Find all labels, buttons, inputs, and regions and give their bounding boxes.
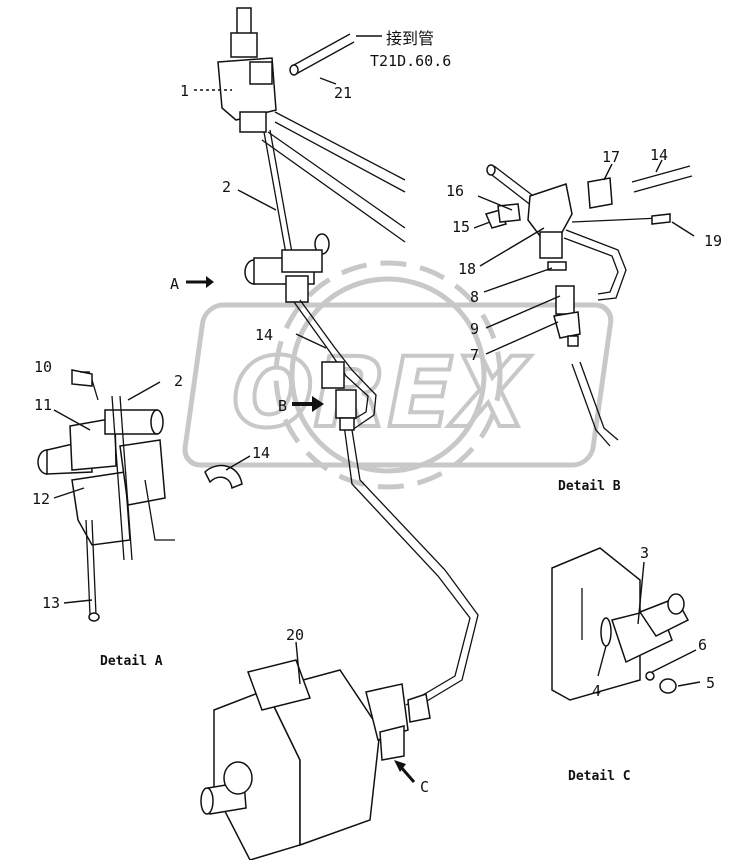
callout-12: 12 bbox=[32, 490, 50, 508]
callout-18: 18 bbox=[458, 260, 476, 278]
callout-5: 5 bbox=[706, 674, 715, 692]
note-text: 接到管 bbox=[386, 29, 434, 48]
view-a-label: A bbox=[170, 275, 179, 293]
callout-10: 10 bbox=[34, 358, 52, 376]
callout-7: 7 bbox=[470, 346, 479, 364]
view-b-label: B bbox=[278, 397, 287, 415]
connector-a bbox=[244, 233, 330, 303]
callout-4: 4 bbox=[592, 682, 601, 700]
fitting-b bbox=[321, 361, 357, 431]
detail-b-assembly bbox=[484, 164, 693, 447]
pump-20 bbox=[200, 659, 431, 860]
callout-21: 21 bbox=[334, 84, 352, 102]
callout-8: 8 bbox=[470, 288, 479, 306]
callout-13: 13 bbox=[42, 594, 60, 612]
callout-2-detail-a: 2 bbox=[174, 372, 183, 390]
leader-lines bbox=[53, 35, 701, 687]
callout-9: 9 bbox=[470, 320, 479, 338]
control-rod bbox=[261, 111, 406, 243]
callout-14-a: 14 bbox=[255, 326, 273, 344]
detail-b-caption: Detail B bbox=[558, 479, 621, 494]
callout-19: 19 bbox=[704, 232, 722, 250]
watermark-text: OREX bbox=[232, 337, 531, 449]
callout-2: 2 bbox=[222, 178, 231, 196]
detail-a-caption: Detail A bbox=[100, 654, 163, 669]
callout-14-c: 14 bbox=[650, 146, 668, 164]
callout-3: 3 bbox=[640, 544, 649, 562]
callout-20: 20 bbox=[286, 626, 304, 644]
watermark-logo: OREX bbox=[182, 260, 614, 490]
pipe-21 bbox=[289, 33, 355, 76]
detail-a-assembly bbox=[37, 369, 243, 622]
detail-c-assembly bbox=[551, 547, 690, 701]
callout-14-b: 14 bbox=[252, 444, 270, 462]
note-code: T21D.60.6 bbox=[370, 52, 451, 70]
control-valve bbox=[217, 7, 277, 133]
view-arrows bbox=[186, 276, 416, 783]
callout-15: 15 bbox=[452, 218, 470, 236]
callout-16: 16 bbox=[446, 182, 464, 200]
detail-c-caption: Detail C bbox=[568, 769, 631, 784]
callout-1: 1 bbox=[180, 82, 189, 100]
view-c-label: C bbox=[420, 778, 429, 796]
callout-17: 17 bbox=[602, 148, 620, 166]
callout-11: 11 bbox=[34, 396, 52, 414]
callout-6: 6 bbox=[698, 636, 707, 654]
